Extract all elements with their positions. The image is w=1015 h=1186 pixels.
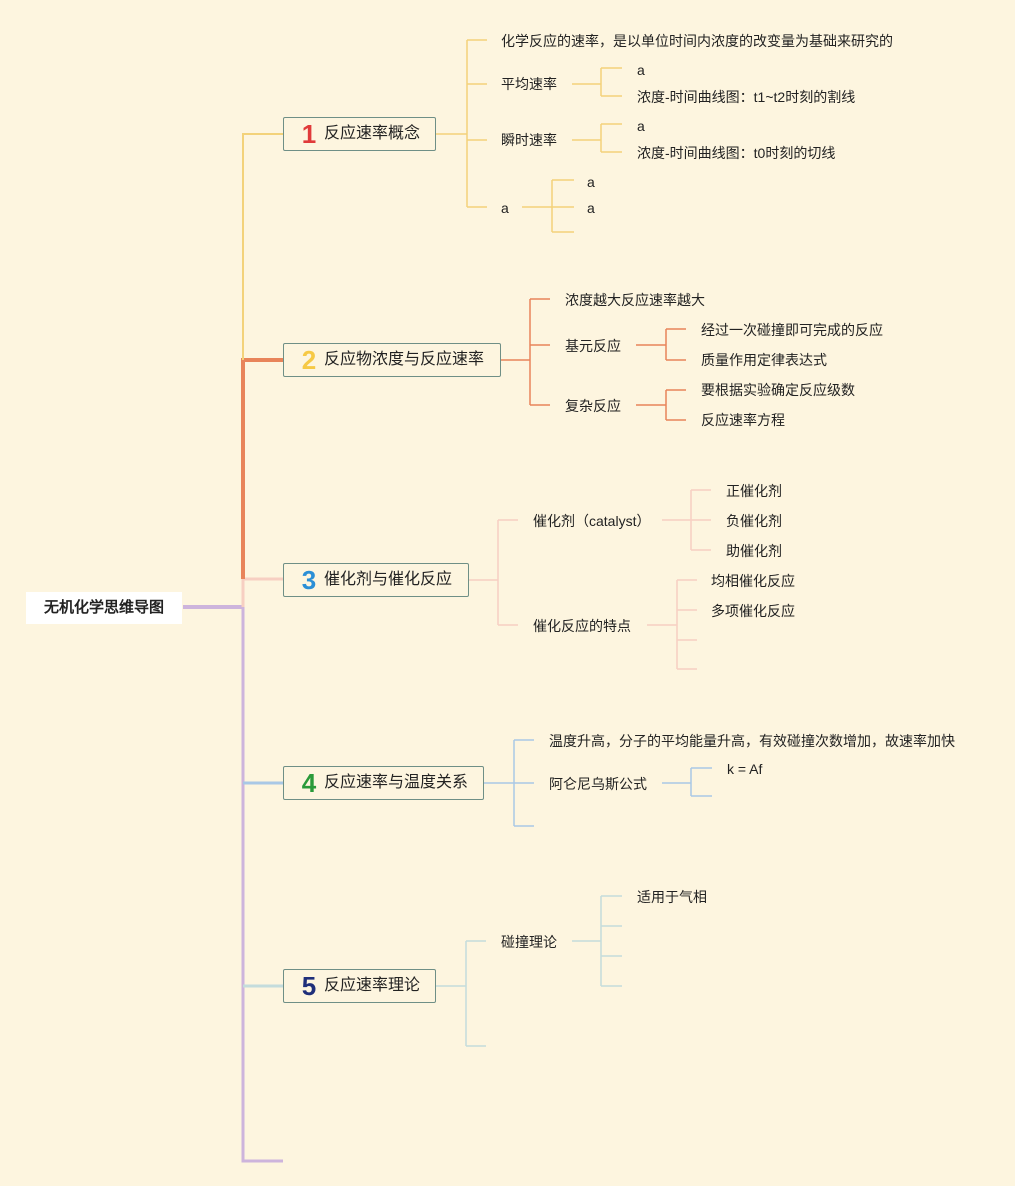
topic-3-child-2-sub-1[interactable]: 均相催化反应 [711, 573, 795, 589]
topic-5-node[interactable]: 5 反应速率理论 [283, 969, 436, 1003]
topic-4-child-1[interactable]: 温度升高，分子的平均能量升高，有效碰撞次数增加，故速率加快 [549, 733, 955, 749]
topic-1-child-3-sub-2[interactable]: 浓度-时间曲线图：t0时刻的切线 [637, 145, 836, 161]
topic-4-child-2[interactable]: 阿仑尼乌斯公式 [549, 776, 647, 792]
topic-1-child-3[interactable]: 瞬时速率 [501, 132, 557, 148]
topic-4-title: 反应速率与温度关系 [324, 774, 469, 791]
topic-3-child-1-sub-1[interactable]: 正催化剂 [726, 483, 782, 499]
topic-4-child-2-sub-1[interactable]: k = Af [727, 761, 763, 777]
topic-2-title: 反应物浓度与反应速率 [324, 351, 485, 368]
number-five-icon: 5 [301, 971, 317, 1001]
topic-2-child-2[interactable]: 基元反应 [565, 338, 621, 354]
topic-2-child-3-sub-1[interactable]: 要根据实验确定反应级数 [701, 382, 855, 398]
topic-2-child-2-sub-2[interactable]: 质量作用定律表达式 [701, 352, 827, 368]
topic-4-node[interactable]: 4 反应速率与温度关系 [283, 766, 484, 800]
topic-1-node[interactable]: 1 反应速率概念 [283, 117, 436, 151]
topic-1-child-4-sub-2[interactable]: a [587, 200, 595, 216]
topic-3-child-1-sub-3[interactable]: 助催化剂 [726, 543, 782, 559]
number-one-icon: 1 [301, 119, 317, 149]
trunk-to-3 [241, 577, 283, 607]
topic-2-node[interactable]: 2 反应物浓度与反应速率 [283, 343, 501, 377]
topic-2-child-3[interactable]: 复杂反应 [565, 398, 621, 414]
topic-3-title: 催化剂与催化反应 [324, 571, 453, 588]
topic-5-child-1-sub-1[interactable]: 适用于气相 [637, 889, 707, 905]
topic-1-child-3-sub-1[interactable]: a [637, 118, 645, 134]
topic-3-child-2-sub-2[interactable]: 多项催化反应 [711, 603, 795, 619]
root-node[interactable]: 无机化学思维导图 [26, 592, 182, 624]
topic-1-child-2-sub-2[interactable]: 浓度-时间曲线图：t1~t2时刻的割线 [637, 89, 856, 105]
trunk-to-2 [241, 358, 283, 579]
number-two-icon: 2 [301, 345, 317, 375]
topic-3-node[interactable]: 3 催化剂与催化反应 [283, 563, 469, 597]
topic-5-title: 反应速率理论 [324, 977, 421, 994]
topic-2-child-1[interactable]: 浓度越大反应速率越大 [565, 292, 705, 308]
topic-1-child-1[interactable]: 化学反应的速率，是以单位时间内浓度的改变量为基础来研究的 [501, 33, 893, 49]
topic-3-child-2[interactable]: 催化反应的特点 [533, 618, 631, 634]
topic-5-child-1[interactable]: 碰撞理论 [501, 934, 557, 950]
number-three-icon: 3 [301, 565, 317, 595]
topic-2-child-3-sub-2[interactable]: 反应速率方程 [701, 412, 785, 428]
topic-2-child-2-sub-1[interactable]: 经过一次碰撞即可完成的反应 [701, 322, 883, 338]
trunk-lower [241, 607, 283, 1163]
topic-3-child-1[interactable]: 催化剂（catalyst） [533, 513, 651, 529]
topic-1-child-2[interactable]: 平均速率 [501, 76, 557, 92]
trunk-to-1 [242, 133, 283, 360]
topic-1-title: 反应速率概念 [324, 125, 421, 142]
topic-1-child-2-sub-1[interactable]: a [637, 62, 645, 78]
number-four-icon: 4 [301, 768, 317, 798]
topic-1-child-4[interactable]: a [501, 200, 509, 216]
topic-3-child-1-sub-2[interactable]: 负催化剂 [726, 513, 782, 529]
topic-1-child-4-sub-1[interactable]: a [587, 174, 595, 190]
